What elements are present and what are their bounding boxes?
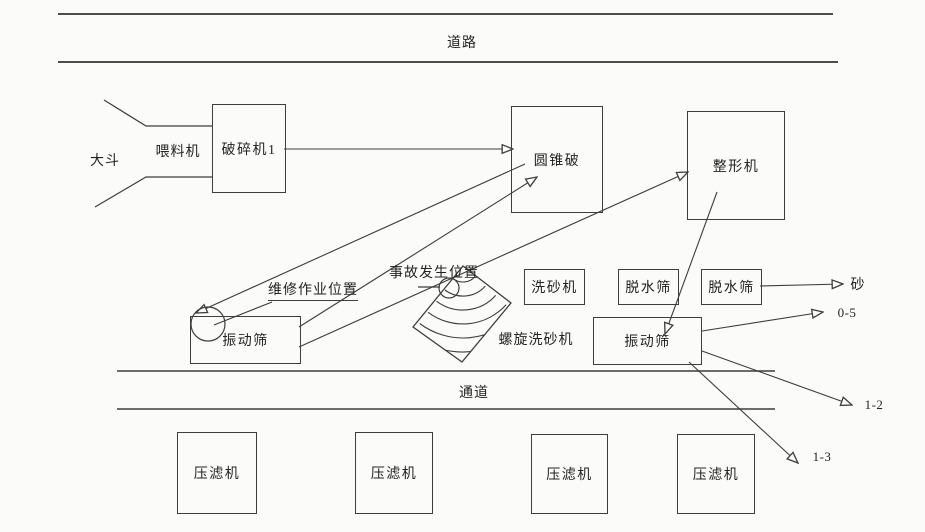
box-dewatering-screen-2: 脱水筛 — [701, 269, 762, 305]
box-crusher1-label: 破碎机1 — [221, 142, 277, 158]
box-shaper-label: 整形机 — [712, 159, 760, 175]
box-dewatering-screen-1: 脱水筛 — [618, 269, 679, 305]
maintenance-leader-line — [213, 301, 273, 326]
box-crusher1: 破碎机1 — [212, 104, 286, 193]
box-filter-press-1-label: 压滤机 — [193, 467, 241, 482]
box-filter-press-4: 压滤机 — [677, 434, 755, 514]
hopper-funnel-lower-line — [94, 176, 212, 208]
flow-screen-right-to-1-3-arrow — [688, 361, 798, 463]
flow-shaper-to-screen-right-arrow — [665, 191, 718, 334]
box-dewatering-screen-2-label: 脱水筛 — [708, 281, 755, 296]
box-dewatering-screen-1-label: 脱水筛 — [625, 281, 672, 296]
hopper-funnel-upper-line — [103, 99, 212, 127]
flow-cone-to-screen-left-arrow — [196, 163, 526, 313]
road-label: 道路 — [447, 36, 477, 51]
box-shaper: 整形机 — [687, 111, 785, 220]
output-1-2-label: 1-2 — [864, 397, 884, 412]
box-sand-washer: 洗砂机 — [524, 269, 585, 305]
box-filter-press-1: 压滤机 — [177, 432, 257, 514]
output-0-5-label: 0-5 — [837, 305, 857, 320]
box-vibrating-screen-left: 振动筛 — [190, 316, 301, 364]
flow-screen-right-to-1-2-arrow — [701, 350, 852, 405]
box-filter-press-4-label: 压滤机 — [692, 468, 740, 483]
box-vibrating-screen-right-label: 振动筛 — [624, 335, 671, 350]
box-sand-washer-label: 洗砂机 — [531, 281, 578, 296]
maintenance-position-label: 维修作业位置 — [268, 279, 358, 301]
spiral-sand-washer-label: 螺旋洗砂机 — [498, 333, 574, 348]
box-filter-press-2: 压滤机 — [355, 432, 433, 514]
maintenance-circle-marker — [190, 306, 226, 342]
box-filter-press-3-label: 压滤机 — [546, 468, 593, 483]
spiral-washer-shape — [412, 265, 512, 363]
box-cone-crusher-label: 圆锥破 — [533, 153, 581, 169]
box-vibrating-screen-right: 振动筛 — [593, 317, 702, 365]
box-filter-press-3: 压滤机 — [531, 434, 608, 514]
flow-dewater-to-sand-arrow — [759, 284, 843, 286]
output-sand-label: 砂 — [850, 278, 866, 293]
box-filter-press-2-label: 压滤机 — [370, 467, 418, 482]
box-vibrating-screen-left-label: 振动筛 — [222, 334, 269, 349]
accident-position-label: 事故发生位置 — [389, 266, 479, 281]
feeder-label: 喂料机 — [155, 145, 201, 160]
box-cone-crusher: 圆锥破 — [511, 106, 603, 213]
output-1-3-label: 1-3 — [812, 449, 832, 464]
flow-screen-right-to-0-5-arrow — [701, 312, 823, 332]
flow-screen-left-to-cone-arrow — [298, 177, 537, 328]
hopper-label: 大斗 — [90, 154, 120, 169]
corridor-label: 通道 — [459, 386, 489, 401]
accident-circle-marker — [438, 277, 460, 299]
flow-screen-left-to-shaper-arrow — [298, 172, 688, 348]
